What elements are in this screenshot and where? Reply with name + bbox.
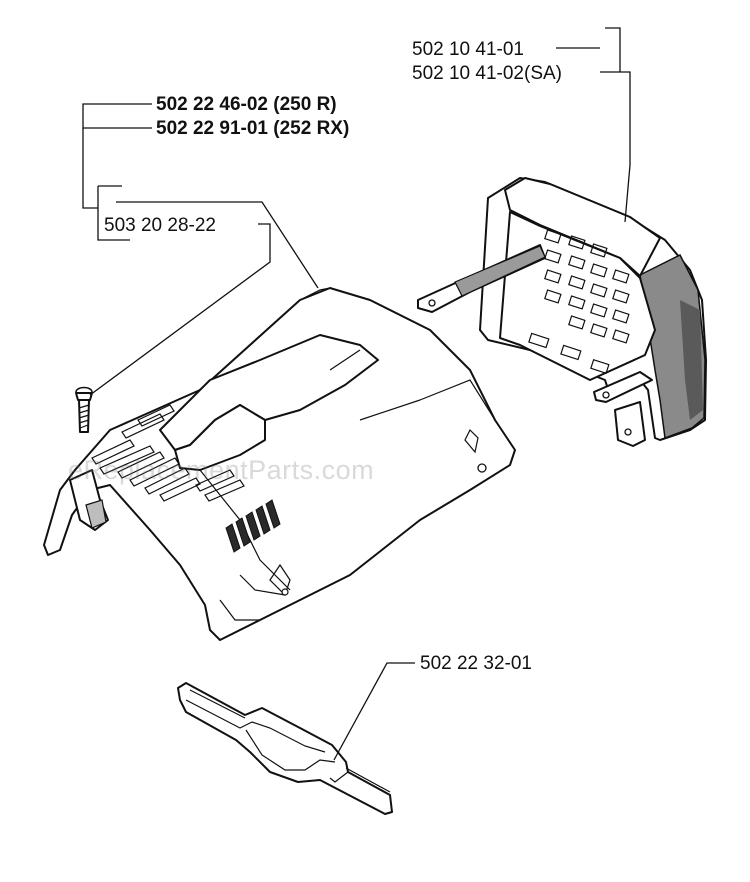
label-cylinder-cover-250r: 502 22 46-02 (250 R) <box>156 94 337 115</box>
label-cylinder-cover-252rx: 502 22 91-01 (252 RX) <box>156 118 350 139</box>
bottom-plate-icon <box>177 682 393 815</box>
label-air-filter-holder-2: 502 10 41-02(SA) <box>412 63 562 84</box>
cylinder-cover-icon <box>43 287 516 641</box>
label-screw: 503 20 28-22 <box>104 215 216 236</box>
label-bottom-plate: 502 22 32-01 <box>420 653 532 674</box>
screw-icon <box>75 386 93 433</box>
label-air-filter-holder-1: 502 10 41-01 <box>412 39 524 60</box>
watermark: eReplacementParts.com <box>68 455 375 485</box>
air-filter-holder-icon <box>417 177 707 447</box>
